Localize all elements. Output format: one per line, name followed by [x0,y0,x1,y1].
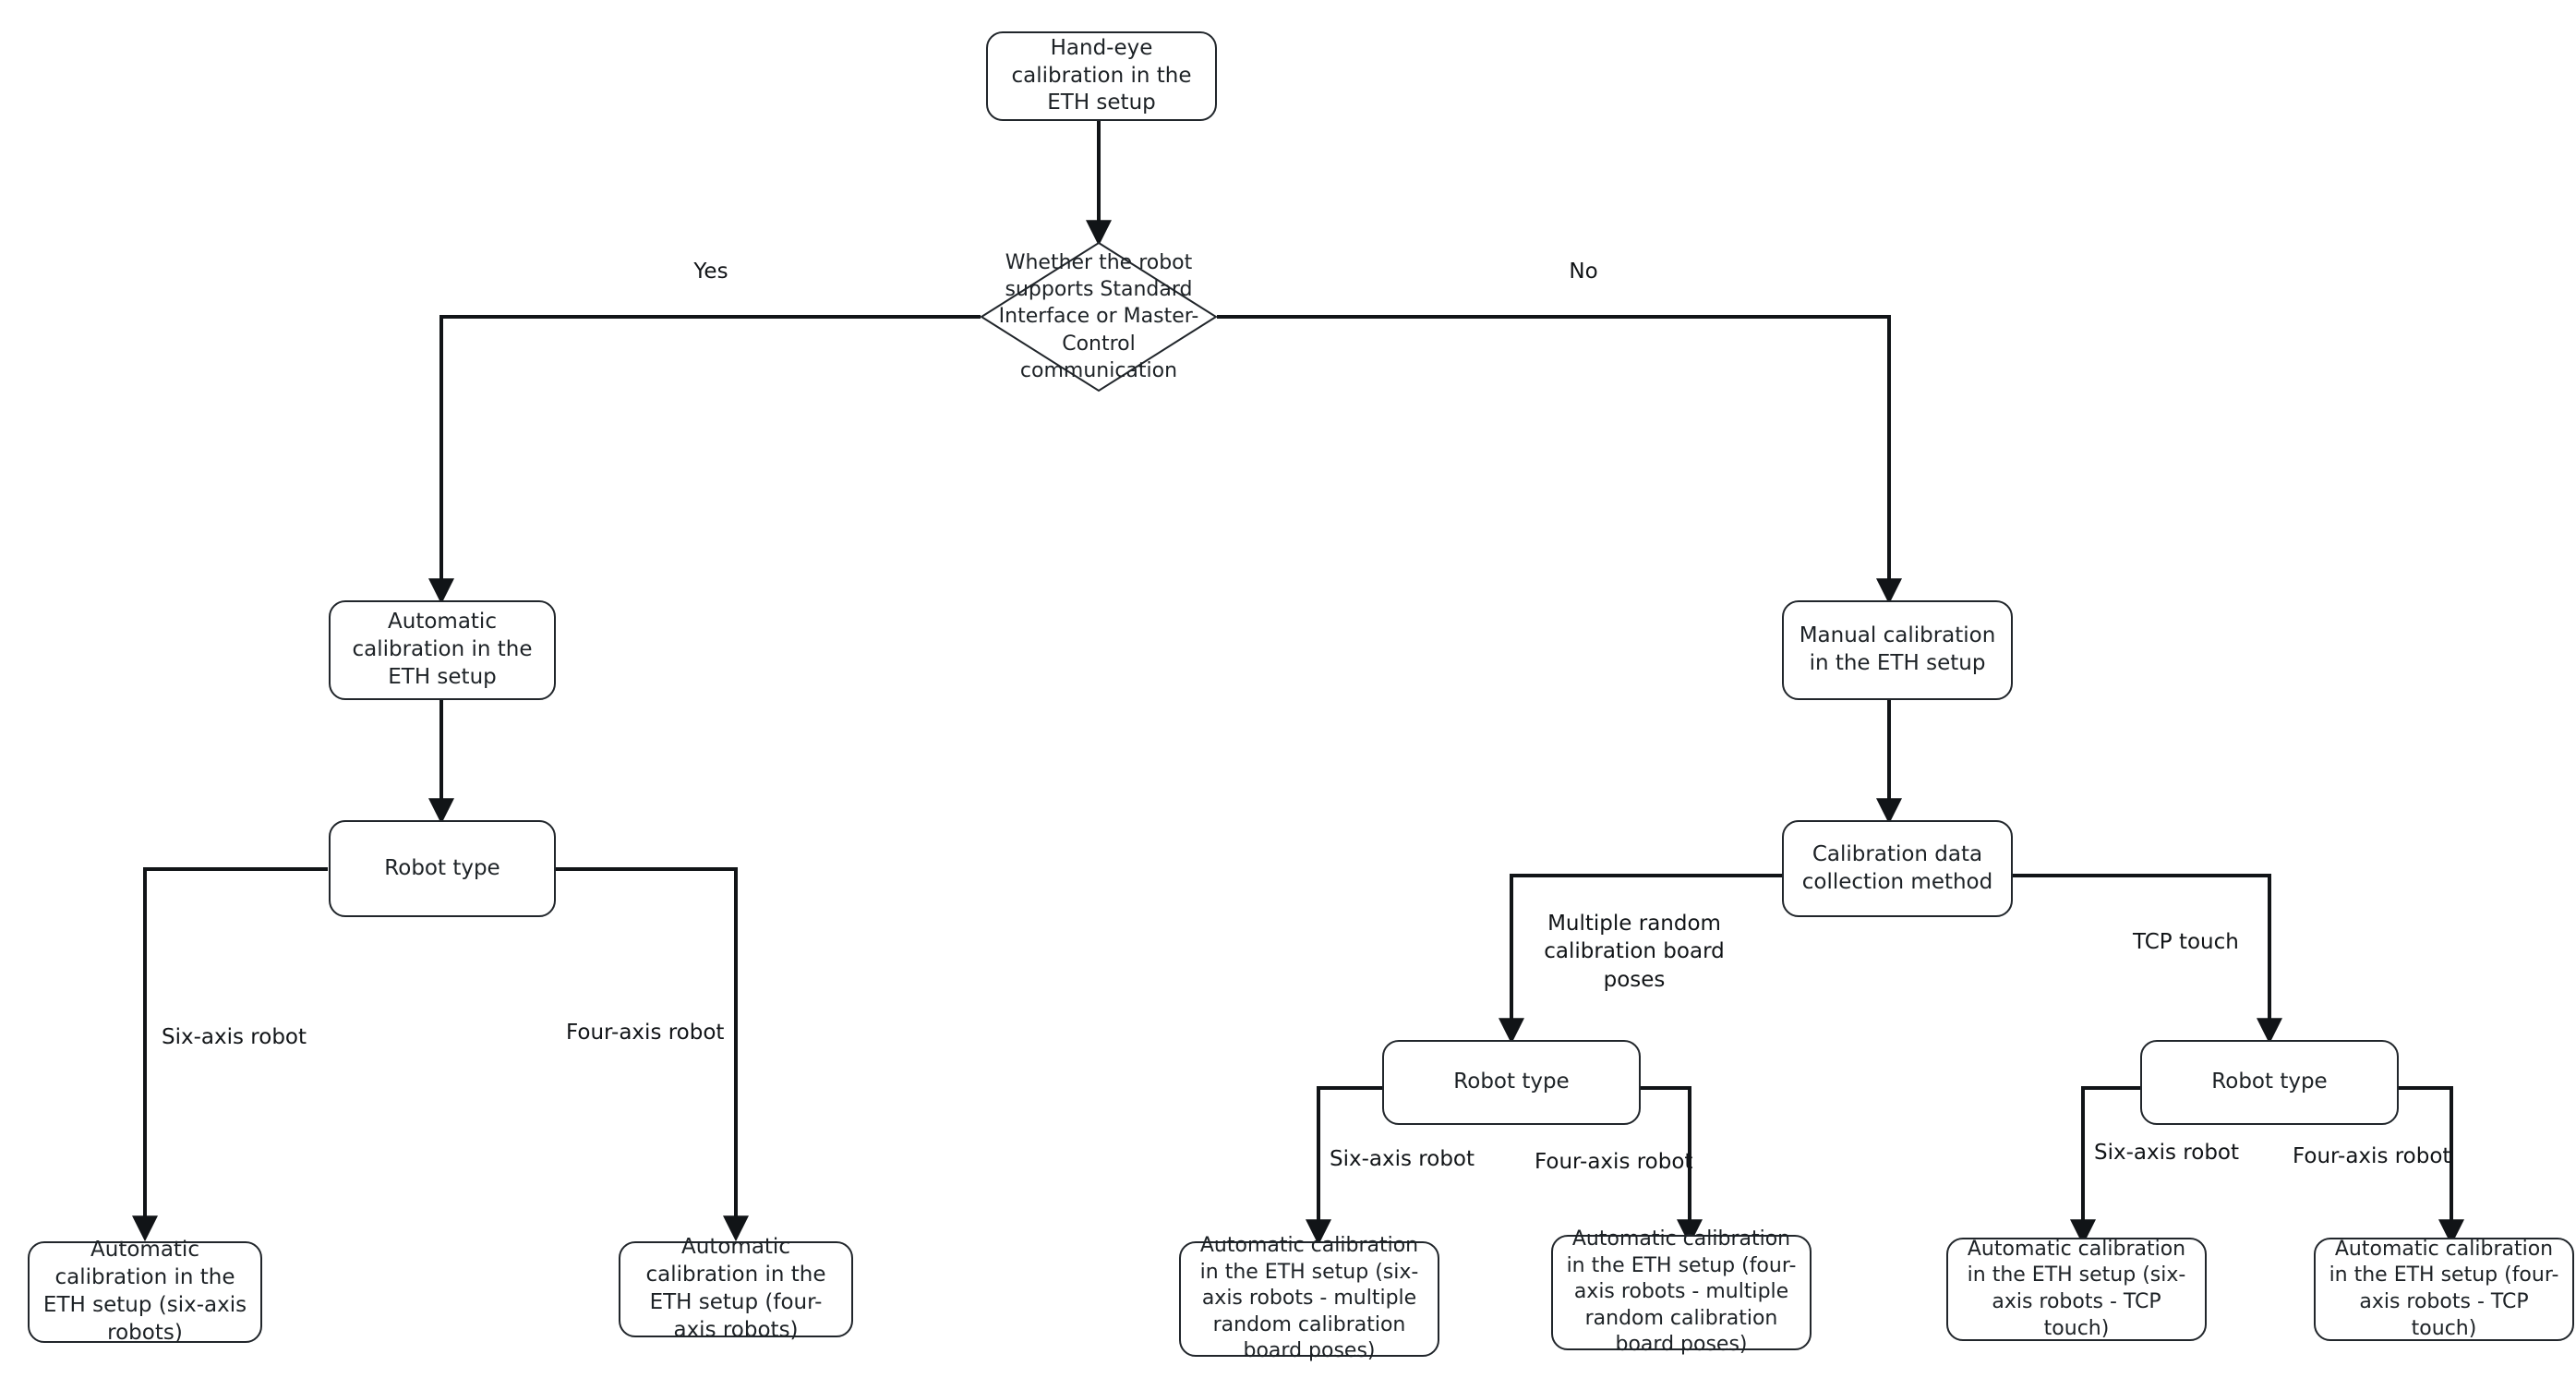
node-robot-type-left-label: Robot type [384,855,500,880]
node-root[interactable]: Hand-eye calibration in the ETH setup [986,31,1217,121]
node-robot-type-tcp-touch[interactable]: Robot type [2140,1040,2399,1125]
diamond-shape [980,241,1218,393]
edge-label-six-axis-left: Six-axis robot [162,1025,307,1049]
node-leaf-auto-six-axis-label: Automatic calibration in the ETH setup (… [42,1238,247,1345]
edge-label-four-axis-random: Four-axis robot [1535,1150,1693,1174]
edge-label-four-axis-left: Four-axis robot [566,1021,725,1045]
node-leaf-random-four-axis[interactable]: Automatic calibration in the ETH setup (… [1551,1227,1812,1356]
node-leaf-tcp-six-axis[interactable]: Automatic calibration in the ETH setup (… [1946,1238,2207,1341]
node-leaf-tcp-four-axis-label: Automatic calibration in the ETH setup (… [2329,1237,2559,1340]
node-leaf-auto-four-axis-label: Automatic calibration in the ETH setup (… [645,1235,826,1342]
edge-label-tcp-touch: TCP touch [2133,930,2239,954]
edge-tcp-touch [1997,874,2282,1045]
node-decision-label: Whether the robot supports Standard Inte… [998,251,1199,382]
edge-label-four-axis-tcp: Four-axis robot [2293,1144,2451,1168]
node-automatic-calibration-eth-label: Automatic calibration in the ETH setup [352,610,533,689]
node-calibration-data-collection-method-label: Calibration data collection method [1801,841,1993,894]
edge-left-four [555,867,749,1242]
edge-left-six [132,867,328,1242]
node-leaf-auto-four-axis[interactable]: Automatic calibration in the ETH setup (… [619,1235,853,1342]
node-robot-type-tcp-touch-label: Robot type [2211,1070,2328,1094]
edge-label-multiple-random: Multiple random calibration board poses [1544,912,1725,992]
node-manual-calibration-eth-label: Manual calibration in the ETH setup [1799,623,1996,675]
node-calibration-data-collection-method[interactable]: Calibration data collection method [1782,820,2013,917]
node-automatic-calibration-eth[interactable]: Automatic calibration in the ETH setup [329,600,556,700]
node-robot-type-random-poses-label: Robot type [1453,1070,1570,1094]
node-decision-communication[interactable]: Whether the robot supports Standard Inte… [980,241,1218,393]
edge-yes [428,315,981,605]
edge-label-six-axis-random: Six-axis robot [1330,1147,1475,1171]
node-root-label: Hand-eye calibration in the ETH setup [1011,35,1192,115]
node-robot-type-random-poses[interactable]: Robot type [1382,1040,1641,1125]
node-leaf-tcp-four-axis[interactable]: Automatic calibration in the ETH setup (… [2314,1238,2574,1341]
edge-label-six-axis-tcp: Six-axis robot [2094,1141,2240,1165]
edge-label-yes: Yes [693,260,728,284]
node-leaf-random-six-axis-label: Automatic calibration in the ETH setup (… [1199,1234,1419,1363]
node-leaf-auto-six-axis[interactable]: Automatic calibration in the ETH setup (… [28,1238,262,1345]
node-leaf-random-four-axis-label: Automatic calibration in the ETH setup (… [1566,1227,1797,1357]
node-robot-type-left[interactable]: Robot type [329,820,556,917]
node-leaf-random-six-axis[interactable]: Automatic calibration in the ETH setup (… [1179,1234,1439,1362]
node-leaf-tcp-six-axis-label: Automatic calibration in the ETH setup (… [1967,1237,2186,1340]
edge-no [1217,315,1902,605]
node-manual-calibration-eth[interactable]: Manual calibration in the ETH setup [1782,600,2013,700]
edge-label-no: No [1569,260,1598,284]
